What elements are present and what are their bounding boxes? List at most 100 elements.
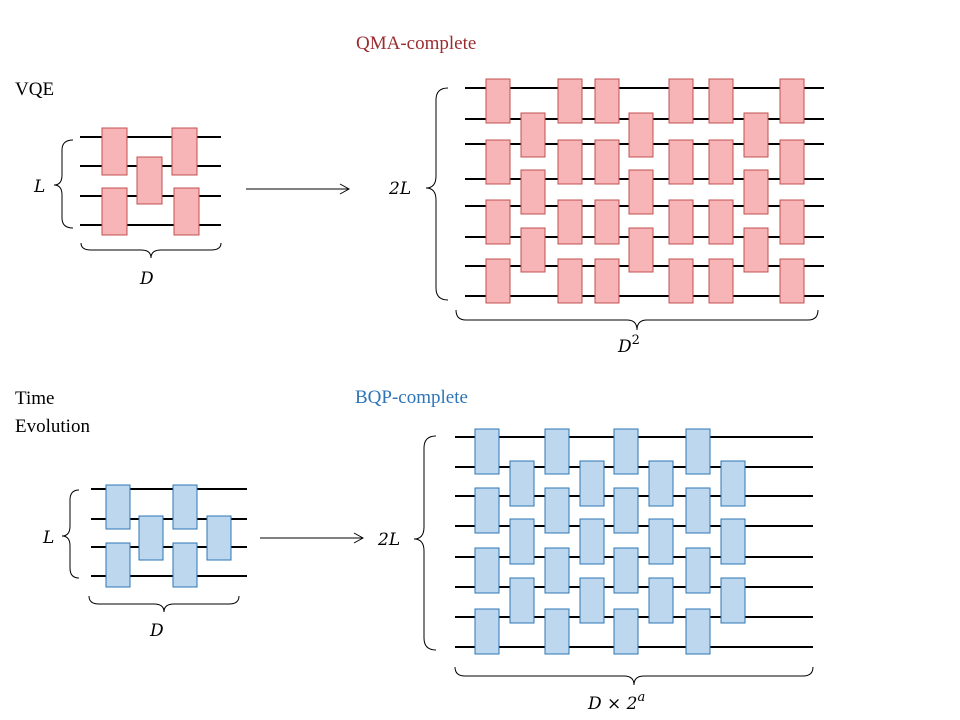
gate — [668, 78, 694, 124]
bottom-brace — [88, 595, 240, 613]
gate — [206, 515, 232, 561]
gate — [509, 518, 535, 565]
gate — [594, 199, 620, 245]
gate — [743, 227, 769, 273]
left-brace — [413, 435, 437, 651]
gate — [648, 577, 674, 624]
gate — [628, 227, 654, 273]
gate — [474, 547, 500, 594]
bqp-large-circuit — [455, 428, 813, 655]
large-width-label: D × 2a — [587, 690, 645, 714]
large-height-label: 2L — [388, 179, 411, 199]
gate — [474, 608, 500, 655]
gate — [613, 428, 639, 475]
gate — [720, 518, 746, 565]
gate — [105, 542, 131, 588]
left-brace — [425, 87, 449, 301]
gate — [520, 227, 546, 273]
gate — [544, 608, 570, 655]
vqe-small-circuit — [80, 127, 221, 236]
width-exponent: 2 — [632, 333, 640, 348]
gate — [685, 428, 711, 475]
gate — [648, 460, 674, 507]
gate — [474, 487, 500, 534]
gate — [648, 518, 674, 565]
gate — [685, 547, 711, 594]
gate — [557, 258, 583, 304]
gate — [101, 127, 128, 176]
gate — [171, 127, 198, 176]
gate — [708, 199, 734, 245]
gate — [544, 487, 570, 534]
arrow-right — [260, 532, 365, 544]
gate — [779, 258, 805, 304]
gate — [544, 428, 570, 475]
gate — [594, 78, 620, 124]
left-brace — [61, 489, 80, 579]
small-width-label: D — [139, 269, 154, 289]
gate — [720, 577, 746, 624]
left-brace — [53, 139, 74, 229]
gate — [613, 547, 639, 594]
gate — [173, 187, 200, 236]
gate — [172, 542, 198, 588]
gate — [105, 484, 131, 530]
gate — [579, 460, 605, 507]
gate — [520, 112, 546, 158]
time-label: Time — [15, 388, 54, 409]
gate — [779, 78, 805, 124]
gate — [557, 78, 583, 124]
gate — [613, 487, 639, 534]
gate — [485, 199, 511, 245]
gate — [579, 518, 605, 565]
gate — [628, 112, 654, 158]
gate — [509, 577, 535, 624]
gate — [101, 187, 128, 236]
time-evolution-small-circuit — [91, 484, 247, 588]
qma-large-circuit — [465, 78, 824, 304]
gate — [668, 139, 694, 185]
evolution-label: Evolution — [15, 416, 90, 437]
gate — [485, 258, 511, 304]
width-base: D — [617, 337, 632, 357]
qma-complete-title: QMA-complete — [356, 33, 476, 54]
gate — [685, 487, 711, 534]
bqp-complete-title: BQP-complete — [355, 387, 468, 408]
gate — [779, 199, 805, 245]
gate — [708, 139, 734, 185]
gate — [779, 139, 805, 185]
gate — [685, 608, 711, 655]
vqe-label: VQE — [15, 79, 54, 100]
width-base: D × 2 — [587, 694, 638, 714]
arrow-right — [246, 183, 351, 195]
large-width-label: D2 — [617, 333, 640, 357]
gate — [138, 515, 164, 561]
gate — [579, 577, 605, 624]
bottom-brace — [455, 309, 819, 331]
width-exponent: a — [638, 690, 646, 705]
bottom-brace — [454, 666, 814, 686]
gate — [708, 258, 734, 304]
gate — [708, 78, 734, 124]
large-height-label: 2L — [377, 530, 400, 550]
gate — [474, 428, 500, 475]
gate — [172, 484, 198, 530]
gate — [557, 199, 583, 245]
gate — [743, 112, 769, 158]
bottom-brace — [80, 242, 222, 259]
gate — [613, 608, 639, 655]
gate — [668, 199, 694, 245]
gate — [668, 258, 694, 304]
gate — [509, 460, 535, 507]
gate — [557, 139, 583, 185]
gate — [485, 139, 511, 185]
gate — [743, 169, 769, 215]
gate — [720, 460, 746, 507]
gate — [136, 156, 163, 205]
gate — [544, 547, 570, 594]
small-width-label: D — [149, 621, 164, 641]
gate — [628, 169, 654, 215]
gate — [485, 78, 511, 124]
small-height-label: L — [33, 177, 45, 197]
